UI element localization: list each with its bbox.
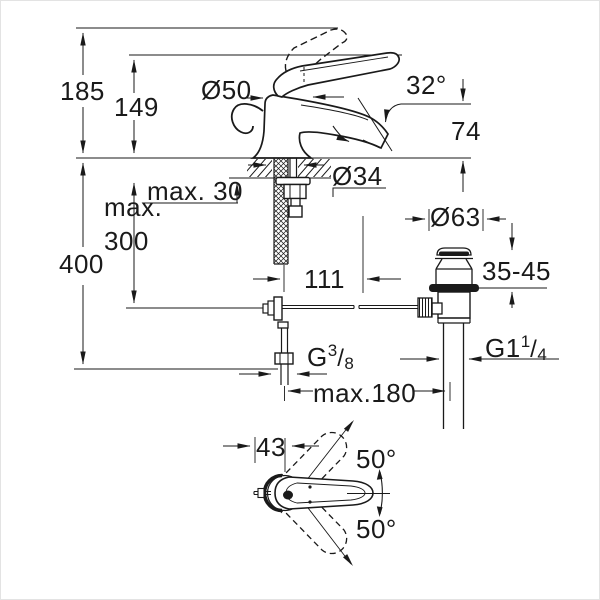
mounting-shank: [273, 158, 311, 265]
dim-label-dia50: Ø50: [201, 75, 252, 105]
dim-label-dia34: Ø34: [332, 161, 383, 191]
faucet-side-view: [230, 28, 400, 159]
g114-numerator: 1: [520, 332, 531, 351]
dim-label-50-down: 50°: [356, 514, 397, 544]
dim-label-74: 74: [451, 116, 481, 146]
g38-denominator: 8: [344, 354, 354, 373]
dim-label-300: 300: [104, 226, 149, 256]
handle-rest-position: [272, 51, 400, 98]
dim-label-g114: G11/4: [485, 333, 547, 363]
handle-raised-dashed: [284, 28, 348, 81]
dim-label-149: 149: [114, 92, 159, 122]
g114-denominator: 4: [537, 345, 547, 364]
pop-up-rod: [262, 296, 418, 385]
g38-numerator: 3: [327, 341, 338, 360]
drain-assembly: [417, 247, 479, 429]
g114-slash: /: [530, 336, 538, 363]
spray-angle-line: [357, 97, 393, 152]
dim-label-111: 111: [304, 264, 346, 294]
dim-label-max-word: max.: [104, 192, 163, 222]
dim-label-185: 185: [60, 76, 105, 106]
g114-prefix: G1: [485, 333, 521, 363]
dim-label-g38: G3/8: [307, 342, 354, 372]
dim-label-35-45: 35-45: [482, 256, 551, 286]
dim-label-43: 43: [256, 432, 286, 462]
dim-label-max180: max.180: [313, 378, 417, 408]
dim-label-50-up: 50°: [356, 444, 397, 474]
faucet-top-view: [223, 420, 390, 566]
dim-label-max30: max. 30: [147, 176, 243, 206]
dimension-lines: [80, 32, 559, 401]
dim-label-angle32: 32°: [406, 70, 447, 100]
faucet-body-spout: [250, 94, 389, 159]
g38-prefix: G: [307, 342, 328, 372]
dim-label-dia63: Ø63: [430, 202, 481, 232]
dim-label-400: 400: [59, 249, 104, 279]
g38-slash: /: [337, 345, 345, 372]
pop-up-knob: [230, 103, 264, 135]
